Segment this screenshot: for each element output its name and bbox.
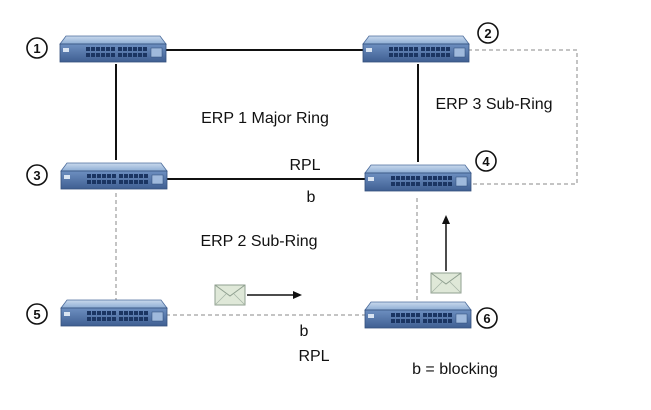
link-2-4-sub-ring [468,49,578,185]
switch-4 [364,164,472,192]
rpl-label-top: RPL [289,157,320,174]
node-badge-4: 4 [475,150,497,172]
switch-2 [362,35,470,63]
links [115,49,578,316]
switch-6 [364,301,472,329]
sub-ring-2-label: ERP 2 Sub-Ring [200,233,317,250]
node-badge-6: 6 [476,307,498,329]
node-number: 1 [33,41,40,56]
node-number: 2 [484,26,491,41]
node-number: 5 [33,307,40,322]
blocking-legend: b = blocking [412,361,498,378]
switch-3 [60,162,168,190]
node-number: 3 [33,168,40,183]
switch-5 [60,299,168,327]
message-envelope-icon [430,272,462,294]
arrow-up-icon [442,215,450,271]
blocking-marker-top: b [307,189,316,206]
arrow-right-icon [247,291,302,299]
node-badge-2: 2 [477,22,499,44]
message-envelope-icon [214,284,246,306]
node-badge-3: 3 [26,164,48,186]
node-number: 4 [482,154,490,169]
node-badge-1: 1 [26,37,48,59]
node-number: 6 [483,311,490,326]
rpl-label-bottom: RPL [298,348,329,365]
major-ring-label: ERP 1 Major Ring [201,110,329,127]
switch-1 [59,35,167,63]
blocking-marker-bottom: b [300,323,309,340]
sub-ring-3-label: ERP 3 Sub-Ring [435,96,552,113]
node-badge-5: 5 [26,303,48,325]
